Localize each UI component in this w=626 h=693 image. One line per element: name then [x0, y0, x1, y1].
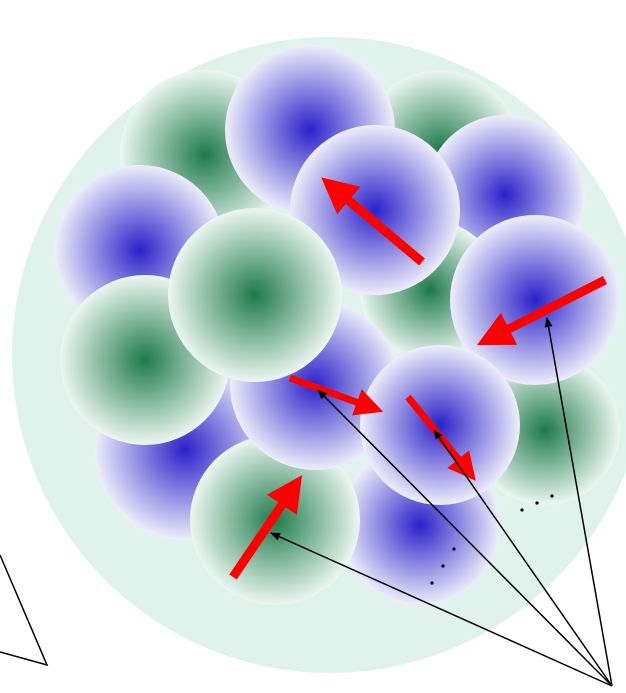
blue-sphere — [360, 345, 520, 505]
partial-outline-shape — [0, 555, 47, 665]
green-sphere — [168, 208, 342, 382]
